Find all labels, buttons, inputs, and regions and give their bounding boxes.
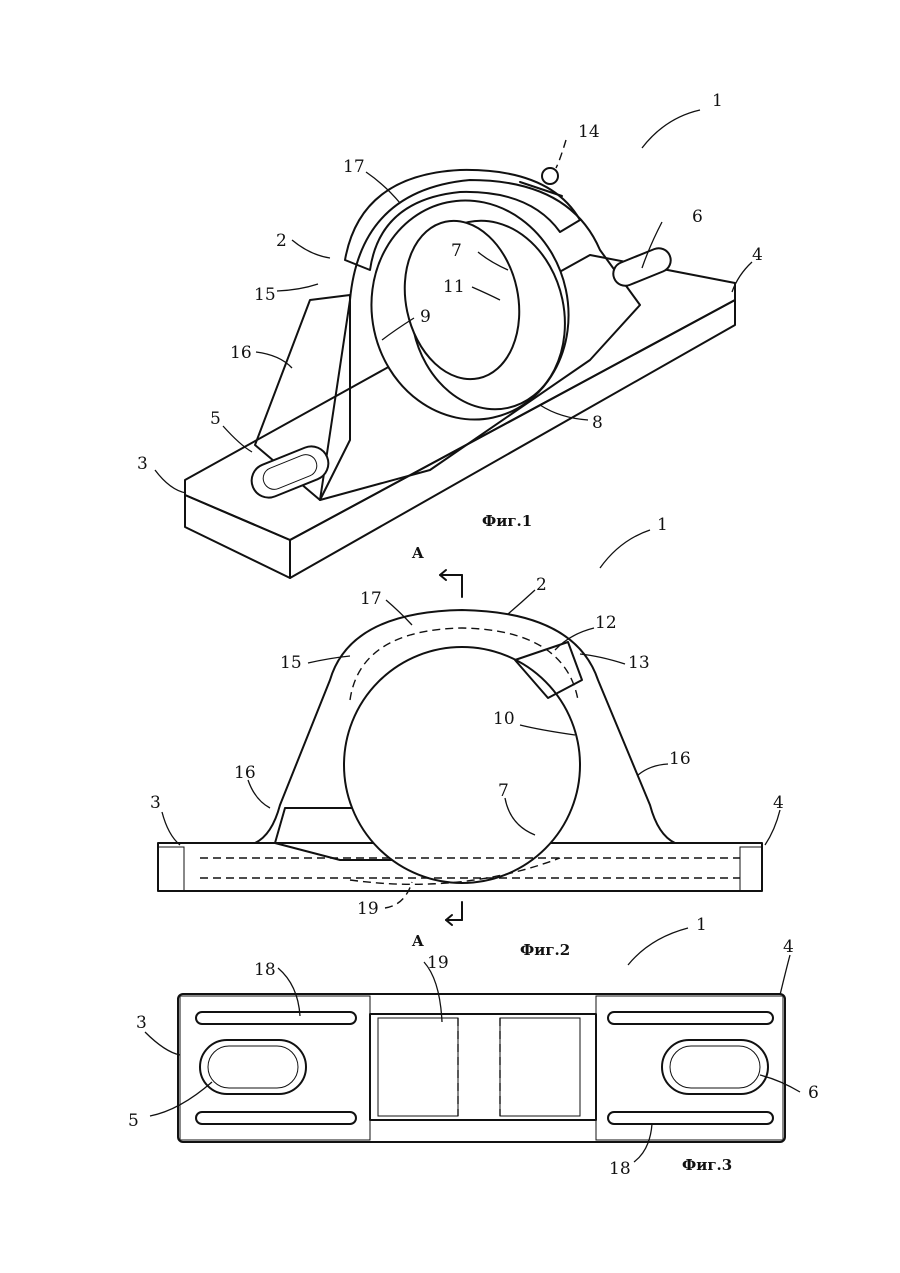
- fig1-label-11: 11: [443, 277, 465, 297]
- fig2-label-16-right: 16: [669, 749, 691, 769]
- fig3-label-3: 3: [136, 1013, 147, 1033]
- fig2-label-2: 2: [536, 575, 547, 595]
- fig1-label-14: 14: [578, 122, 600, 142]
- fig1-label-1: 1: [712, 91, 723, 111]
- fig1-label-2: 2: [276, 231, 287, 251]
- fig2-label-7: 7: [498, 781, 509, 801]
- figure-1-isometric-view: [185, 140, 735, 578]
- fig1-label-16: 16: [230, 343, 252, 363]
- fig2-caption: Фиг.2: [520, 941, 570, 959]
- fig1-label-4: 4: [752, 245, 763, 265]
- fig2-label-16-left: 16: [234, 763, 256, 783]
- fig2-label-3: 3: [150, 793, 161, 813]
- fig1-label-5: 5: [210, 409, 221, 429]
- fig2-section-letter-top: A: [411, 544, 424, 562]
- fig2-label-19: 19: [357, 899, 379, 919]
- fig3-label-6: 6: [808, 1083, 819, 1103]
- fig1-label-15: 15: [254, 285, 276, 305]
- fig1-label-9: 9: [420, 307, 431, 327]
- fig1-label-6: 6: [692, 207, 703, 227]
- fig2-label-13: 13: [628, 653, 650, 673]
- fig2-label-4: 4: [773, 793, 784, 813]
- fig3-label-19: 19: [427, 953, 449, 973]
- fig1-caption: Фиг.1: [482, 512, 532, 530]
- fig2-label-17: 17: [360, 589, 382, 609]
- fig1-label-7: 7: [451, 241, 462, 261]
- fig3-label-1: 1: [696, 915, 707, 935]
- fig2-label-15: 15: [280, 653, 302, 673]
- fig1-label-8: 8: [592, 413, 603, 433]
- fig3-label-18-top: 18: [254, 960, 276, 980]
- figure-3-bottom-view: [178, 994, 785, 1142]
- figure-2-front-section-view: [158, 570, 762, 925]
- fig2-label-12: 12: [595, 613, 617, 633]
- fig3-label-18-bottom: 18: [609, 1159, 631, 1179]
- fig3-label-5: 5: [128, 1111, 139, 1131]
- fig2-section-letter-bottom: A: [411, 932, 424, 950]
- fig2-label-10: 10: [493, 709, 515, 729]
- fig3-label-4: 4: [783, 937, 794, 957]
- fig1-label-3: 3: [137, 454, 148, 474]
- fig2-label-1: 1: [657, 515, 668, 535]
- fig1-label-17: 17: [343, 157, 365, 177]
- fig3-caption: Фиг.3: [682, 1156, 732, 1174]
